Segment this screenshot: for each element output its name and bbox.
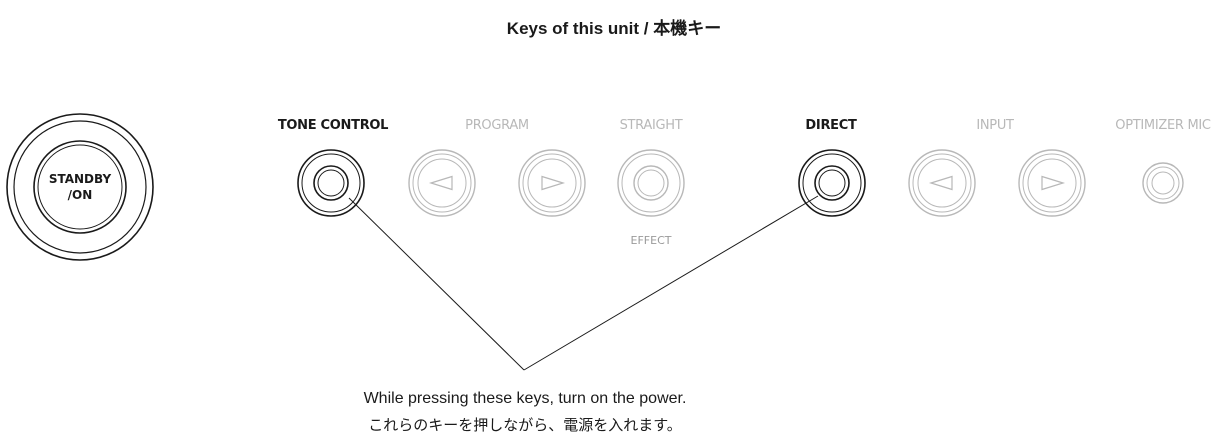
- key-sublabel-effect: EFFECT: [630, 234, 672, 247]
- key-label-program: PROGRAM: [465, 118, 529, 133]
- caption-japanese: これらのキーを押しながら、電源を入れます。: [368, 416, 682, 434]
- tone-control-key[interactable]: [297, 149, 365, 217]
- pointer-line-direct: [523, 195, 819, 371]
- left-triangle-icon: [428, 175, 453, 191]
- page-title: Keys of this unit / 本機キー: [506, 19, 722, 38]
- standby-label-line2: /ON: [68, 188, 93, 202]
- input-right-key[interactable]: [1018, 149, 1086, 217]
- pointer-line-tone-control: [348, 197, 525, 371]
- program-left-key[interactable]: [408, 149, 476, 217]
- key-label-straight: STRAIGHT: [619, 118, 683, 133]
- key-label-tone-control: TONE CONTROL: [277, 118, 389, 133]
- direct-key[interactable]: [798, 149, 866, 217]
- input-left-key[interactable]: [908, 149, 976, 217]
- left-triangle-icon: [928, 175, 953, 191]
- key-label-optimizer-mic: OPTIMIZER MIC: [1115, 118, 1211, 133]
- standby-label-line1: STANDBY: [49, 172, 112, 186]
- standby-on-key[interactable]: STANDBY /ON: [6, 113, 154, 261]
- key-label-direct: DIRECT: [805, 118, 857, 133]
- program-right-key[interactable]: [518, 149, 586, 217]
- optimizer-mic-jack[interactable]: [1142, 162, 1184, 204]
- right-triangle-icon: [1041, 175, 1066, 191]
- right-triangle-icon: [541, 175, 566, 191]
- key-label-input: INPUT: [976, 118, 1014, 133]
- straight-key[interactable]: [617, 149, 685, 217]
- caption-english: While pressing these keys, turn on the p…: [363, 390, 687, 407]
